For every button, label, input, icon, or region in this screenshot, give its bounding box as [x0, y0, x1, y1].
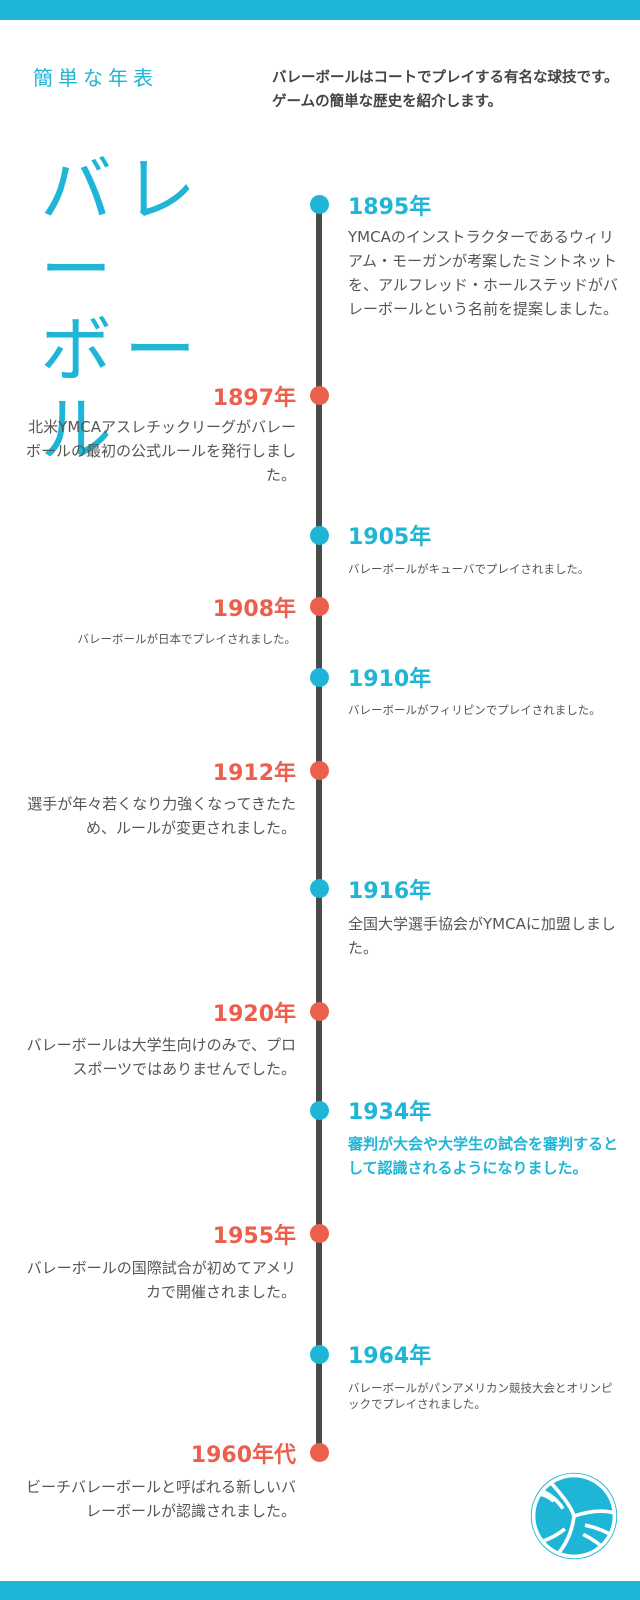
timeline-year-1960s: 1960年代 — [190, 1443, 296, 1468]
timeline-text-1895: YMCAのインストラクターであるウィリアム・モーガンが考案したミントネットを、ア… — [348, 228, 619, 318]
timeline-year-1895: 1895年 — [348, 195, 432, 220]
timeline-text-1905: バレーボールがキューバでプレイされました。 — [348, 562, 590, 576]
timeline-text-1910: バレーボールがフィリピンでプレイされました。 — [348, 703, 601, 717]
timeline-text-1955: バレーボールの国際試合が初めてアメリカで開催されました。 — [26, 1259, 296, 1301]
timeline-year-1916: 1916年 — [348, 879, 432, 904]
volleyball-icon — [530, 1472, 618, 1560]
big-title: バレー ボール — [40, 150, 280, 470]
timeline-year-1955: 1955年 — [212, 1224, 296, 1249]
timeline-year-1905: 1905年 — [348, 525, 432, 550]
timeline-dot-1905 — [310, 526, 329, 545]
timeline-year-1897: 1897年 — [212, 386, 296, 411]
timeline-dot-1964 — [310, 1345, 329, 1364]
timeline-text-1916: 全国大学選手協会がYMCAに加盟しました。 — [348, 915, 616, 957]
big-title-line-2: ボール — [40, 308, 209, 472]
timeline-dot-1955 — [310, 1224, 329, 1243]
timeline-dot-1916 — [310, 879, 329, 898]
timeline-year-1912: 1912年 — [212, 761, 296, 786]
timeline-text-1964: バレーボールがパンアメリカン競技大会とオリンピックでプレイされました。 — [348, 1381, 613, 1411]
timeline-dot-1920 — [310, 1002, 329, 1021]
header-title: 簡単な年表 — [33, 66, 158, 90]
timeline-year-1934: 1934年 — [348, 1100, 432, 1125]
timeline-dot-1912 — [310, 761, 329, 780]
timeline-text-1934: 審判が大会や大学生の試合を審判するとして認識されるようになりました。 — [348, 1135, 619, 1177]
timeline-line — [316, 204, 322, 1456]
timeline-year-1964: 1964年 — [348, 1344, 432, 1369]
timeline-text-1912: 選手が年々若くなり力強くなってきたため、ルールが変更されました。 — [27, 795, 296, 837]
timeline-dot-1910 — [310, 668, 329, 687]
bottom-accent-bar — [0, 1581, 640, 1600]
timeline-text-1920: バレーボールは大学生向けのみで、プロスポーツではありませんでした。 — [26, 1036, 296, 1078]
timeline-dot-1908 — [310, 597, 329, 616]
timeline-text-1908: バレーボールが日本でプレイされました。 — [77, 632, 297, 646]
timeline-text-1960s: ビーチバレーボールと呼ばれる新しいバレーボールが認識されました。 — [25, 1478, 296, 1520]
timeline-dot-1897 — [310, 386, 329, 405]
timeline-year-1908: 1908年 — [212, 597, 296, 622]
timeline-year-1910: 1910年 — [348, 667, 432, 692]
top-accent-bar — [0, 0, 640, 20]
timeline-dot-1895 — [310, 195, 329, 214]
timeline-text-1897: 北米YMCAアスレチックリーグがバレーボールの最初の公式ルールを発行しました。 — [26, 418, 297, 484]
big-title-line-1: バレー — [40, 148, 209, 312]
header-description: バレーボールはコートでプレイする有名な球技です。ゲームの簡単な歴史を紹介します。 — [272, 70, 619, 110]
timeline-dot-1934 — [310, 1101, 329, 1120]
timeline-dot-1960s — [310, 1443, 329, 1462]
timeline-year-1920: 1920年 — [212, 1002, 296, 1027]
